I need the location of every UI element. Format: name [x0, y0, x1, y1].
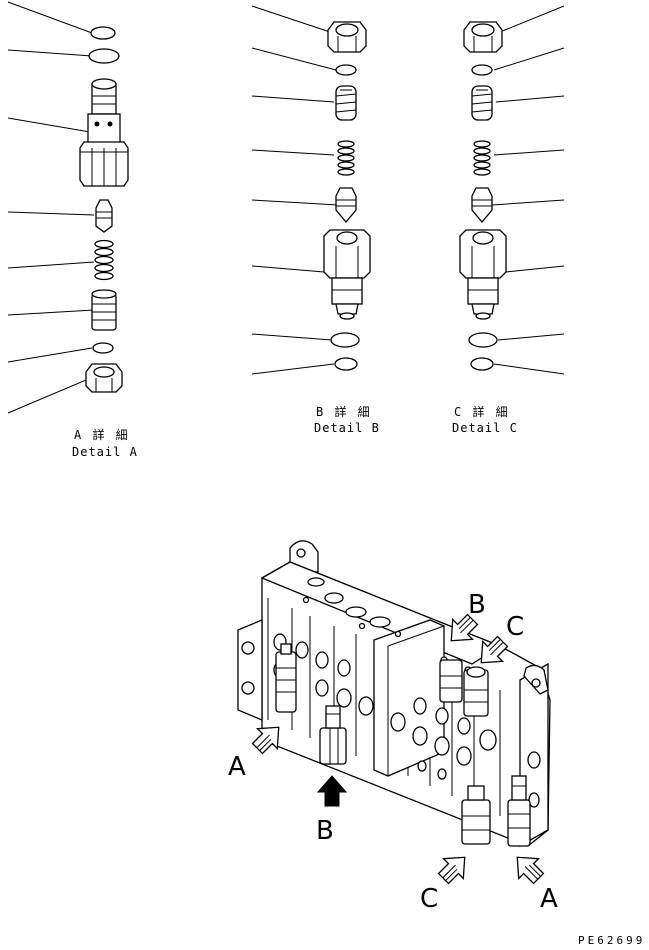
spring-a	[94, 239, 114, 281]
callout-c-lower: C	[420, 884, 439, 914]
valve-body-c	[459, 229, 507, 320]
callout-b-lower: B	[316, 816, 334, 846]
installed-valve-a-right	[507, 775, 531, 847]
callout-a-left: A	[228, 752, 246, 782]
installed-valve-a-left	[275, 643, 297, 713]
o-ring-c1	[471, 64, 493, 76]
o-ring-c2	[470, 357, 494, 371]
arrow-a-left	[251, 726, 280, 755]
lock-nut-c	[463, 21, 503, 53]
drawing-code: PE62699	[578, 934, 646, 947]
arrow-b-lower	[316, 775, 348, 807]
o-ring-b1	[335, 64, 357, 76]
piston-a	[91, 289, 117, 331]
lock-nut-a	[85, 363, 123, 393]
arrow-a-right	[516, 856, 545, 885]
detail-b-subtitle: Detail B	[314, 421, 380, 435]
detail-a-subtitle: Detail A	[72, 445, 138, 459]
callout-b-upper: B	[468, 590, 486, 620]
callout-c-upper: C	[506, 612, 525, 642]
detail-a-exploded-view	[7, 1, 129, 414]
backup-ring-b	[330, 332, 360, 348]
poppet-a	[95, 199, 113, 233]
installed-valve-c-lower	[461, 785, 491, 845]
side-flange	[237, 619, 263, 721]
detail-c-title: C 詳 細	[454, 405, 510, 419]
arrow-c-upper	[480, 635, 509, 664]
adjust-screw-c	[471, 85, 493, 121]
o-ring-b2	[334, 357, 358, 371]
detail-b-title: B 詳 細	[316, 405, 372, 419]
detail-a-title: A 詳 細	[74, 428, 130, 442]
poppet-c	[471, 187, 493, 224]
valve-body-a	[79, 78, 129, 187]
lock-nut-b	[327, 21, 367, 53]
poppet-b	[335, 187, 357, 224]
control-valve-assembly	[237, 540, 551, 848]
o-ring-a1	[90, 26, 116, 40]
installed-valve-b-lower	[319, 705, 347, 765]
arrow-c-lower	[437, 856, 466, 885]
arrow-b-upper	[450, 613, 479, 642]
spring-c	[473, 140, 491, 176]
detail-c-subtitle: Detail C	[452, 421, 518, 435]
o-ring-a2	[92, 342, 114, 354]
callout-a-right: A	[540, 884, 558, 914]
installed-valve-b-upper	[439, 659, 463, 703]
detail-c-exploded-view	[459, 5, 565, 375]
backup-ring-a	[88, 48, 120, 64]
valve-body-b	[323, 229, 371, 320]
backup-ring-c	[468, 332, 498, 348]
adjust-screw-b	[335, 85, 357, 121]
installed-valve-c-upper	[463, 666, 489, 717]
detail-b-exploded-view	[251, 5, 371, 375]
spring-b	[337, 140, 355, 176]
inlet-section	[373, 619, 445, 777]
